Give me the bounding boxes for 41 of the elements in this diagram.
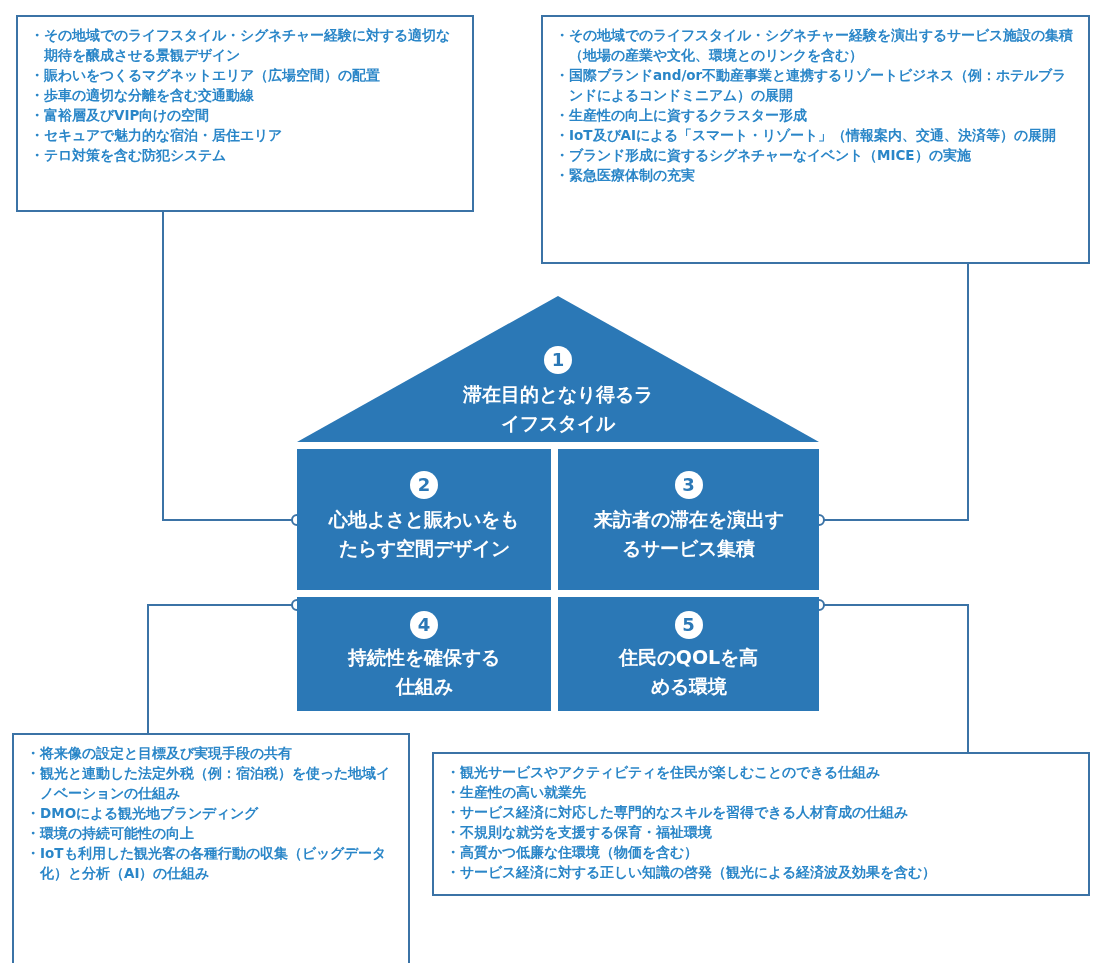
bullet-item: ・歩車の適切な分離を含む交通動線	[30, 86, 255, 105]
bullet-item: ・ブランド形成に資するシグネチャーなイベント（MICE）の実施	[555, 146, 972, 165]
house-panel	[297, 449, 551, 590]
bullet-item: ・高質かつ低廉な住環境（物価を含む）	[446, 843, 699, 862]
panel-title: 来訪者の滞在を演出するサービス集積	[592, 507, 785, 561]
house-panel	[558, 449, 819, 590]
house-panel	[297, 597, 551, 711]
bullet-item: ・テロ対策を含む防犯システム	[30, 146, 227, 165]
text-box	[541, 15, 1090, 264]
bullet-item: ・サービス経済に対する正しい知識の啓発（観光による経済波及効果を含む）	[446, 863, 937, 882]
bullet-item: ・不規則な就労を支援する保育・福祉環境	[446, 823, 713, 842]
text-box	[16, 15, 474, 212]
bullet-item: ・その地域でのライフスタイル・シグネチャー経験に対する適切な期待を醸成させる景観デザイン	[30, 26, 451, 65]
roof-triangle	[297, 296, 819, 442]
bullet-item: ・IoTも利用した観光客の各種行動の収集（ビッグデータ化）と分析（AI）の仕組み	[26, 844, 387, 883]
bullet-item: ・賑わいをつくるマグネットエリア（広場空間）の配置	[30, 66, 381, 85]
number-badge: 4	[410, 611, 438, 639]
bullet-item: ・セキュアで魅力的な宿泊・居住エリア	[30, 126, 283, 145]
house-panel	[558, 597, 819, 711]
bullet-item: ・生産性の高い就業先	[446, 783, 587, 802]
bullet-item: ・サービス経済に対応した専門的なスキルを習得できる人材育成の仕組み	[446, 803, 909, 822]
bullet-item: ・その地域でのライフスタイル・シグネチャー経験を演出するサービス施設の集積（地場の産業や文化、環境とのリンクを含む）	[555, 26, 1074, 65]
panel-title: 住民のQOLを高める環境	[617, 645, 760, 699]
bullet-item: ・富裕層及びVIP向けの空間	[30, 106, 211, 125]
bullet-item: ・環境の持続可能性の向上	[26, 824, 195, 843]
bullet-item: ・DMOによる観光地ブランディング	[26, 804, 260, 823]
number-badge: 5	[674, 611, 703, 639]
text-box	[12, 733, 410, 963]
panel-title: 持続性を確保する仕組み	[346, 645, 501, 699]
panel-title: 心地よさと賑わいをもたらす空間デザイン	[327, 507, 520, 561]
bullet-item: ・IoT及びAIによる「スマート・リゾート」（情報案内、交通、決済等）の展開	[555, 126, 1057, 145]
bullet-item: ・将来像の設定と目標及び実現手段の共有	[26, 744, 293, 763]
bullet-item: ・緊急医療体制の充実	[555, 166, 696, 185]
number-badge: 2	[410, 471, 438, 499]
bullet-item: ・観光と連動した法定外税（例：宿泊税）を使った地域イノベーションの仕組み	[26, 764, 391, 803]
bullet-item: ・国際ブランドand/or不動産事業と連携するリゾートビジネス（例：ホテルブランドによるコンドミニアム）の展開	[555, 66, 1068, 105]
text-box	[432, 752, 1090, 896]
bullet-item: ・観光サービスやアクティビティを住民が楽しむことのできる仕組み	[446, 763, 881, 782]
bullet-item: ・生産性の向上に資するクラスター形成	[555, 106, 808, 125]
panel-title: 滞在目的となり得るライフスタイル	[462, 382, 654, 436]
number-badge: 3	[674, 471, 703, 499]
